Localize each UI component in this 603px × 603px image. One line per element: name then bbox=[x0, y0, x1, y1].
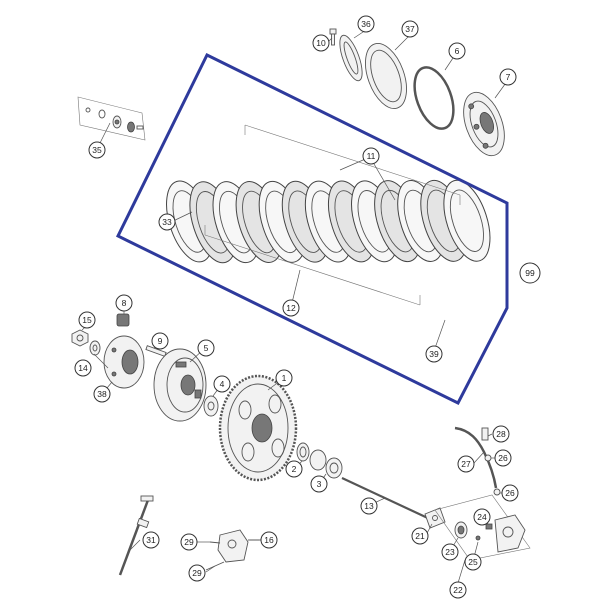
part-38-inner-hub bbox=[103, 335, 145, 389]
callout-part-3: 3 bbox=[310, 475, 328, 493]
part-29-lever-bracket bbox=[205, 529, 262, 571]
callout-part-22: 22 bbox=[449, 581, 467, 599]
callout-part-1: 1 bbox=[275, 369, 293, 387]
svg-text:31: 31 bbox=[146, 535, 156, 545]
callout-part-39: 39 bbox=[425, 345, 443, 363]
svg-text:37: 37 bbox=[405, 24, 415, 34]
callout-part-38: 38 bbox=[93, 385, 111, 403]
part-37-washer bbox=[365, 43, 407, 109]
callout-part-14: 14 bbox=[74, 359, 92, 377]
callout-part-29-lower: 29 bbox=[188, 564, 206, 582]
svg-text:24: 24 bbox=[477, 512, 487, 522]
svg-text:23: 23 bbox=[445, 547, 455, 557]
part-1-primary-gear bbox=[218, 374, 298, 482]
callout-part-24: 24 bbox=[473, 508, 491, 526]
svg-text:7: 7 bbox=[506, 72, 511, 82]
part-22-slave-cylinder-group bbox=[434, 494, 531, 561]
part-5-clutch-basket bbox=[153, 348, 207, 422]
callout-kit-99: 99 bbox=[519, 262, 541, 284]
kit-99-highlight-frame bbox=[115, 52, 509, 405]
svg-text:26: 26 bbox=[498, 453, 508, 463]
svg-text:22: 22 bbox=[453, 585, 463, 595]
svg-text:35: 35 bbox=[92, 145, 102, 155]
callout-part-7: 7 bbox=[499, 68, 517, 86]
part-35-hardware-set bbox=[77, 96, 146, 141]
callout-part-10: 10 bbox=[312, 34, 330, 52]
part-9-pin bbox=[145, 345, 167, 357]
svg-text:28: 28 bbox=[496, 429, 506, 439]
part-4-washer bbox=[203, 395, 219, 417]
svg-text:4: 4 bbox=[220, 379, 225, 389]
callout-part-4: 4 bbox=[213, 375, 231, 393]
svg-text:8: 8 bbox=[122, 298, 127, 308]
callout-part-26-lower: 26 bbox=[501, 484, 519, 502]
svg-text:33: 33 bbox=[162, 217, 172, 227]
svg-text:6: 6 bbox=[455, 46, 460, 56]
callout-part-28: 28 bbox=[492, 425, 510, 443]
callout-part-21: 21 bbox=[411, 527, 429, 545]
svg-text:14: 14 bbox=[78, 363, 88, 373]
callout-part-12: 12 bbox=[282, 299, 300, 317]
svg-text:16: 16 bbox=[264, 535, 274, 545]
part-31-long-bolt bbox=[118, 495, 154, 576]
part-3-spacer bbox=[309, 449, 343, 479]
svg-text:36: 36 bbox=[361, 19, 371, 29]
callout-part-8: 8 bbox=[115, 294, 133, 312]
callout-part-33: 33 bbox=[158, 213, 176, 231]
part-10-bolt bbox=[329, 28, 337, 46]
svg-text:21: 21 bbox=[415, 531, 425, 541]
svg-text:10: 10 bbox=[316, 38, 326, 48]
svg-text:26: 26 bbox=[505, 488, 515, 498]
svg-text:12: 12 bbox=[286, 303, 296, 313]
part-14-washer bbox=[89, 340, 101, 356]
part-7-pressure-plate bbox=[463, 91, 505, 157]
callout-part-6: 6 bbox=[448, 42, 466, 60]
callout-part-11: 11 bbox=[362, 147, 380, 165]
callout-part-25: 25 bbox=[464, 553, 482, 571]
part-21-gasket bbox=[424, 507, 446, 529]
svg-text:15: 15 bbox=[82, 315, 92, 325]
svg-text:13: 13 bbox=[364, 501, 374, 511]
callout-part-13: 13 bbox=[360, 497, 378, 515]
svg-text:9: 9 bbox=[158, 336, 163, 346]
clutch-plate-pack bbox=[166, 124, 491, 306]
svg-text:2: 2 bbox=[292, 464, 297, 474]
svg-text:11: 11 bbox=[367, 151, 376, 161]
svg-text:5: 5 bbox=[204, 343, 209, 353]
callout-part-36: 36 bbox=[357, 15, 375, 33]
callout-part-29-upper: 29 bbox=[180, 533, 198, 551]
svg-text:29: 29 bbox=[192, 568, 202, 578]
svg-text:39: 39 bbox=[429, 349, 439, 359]
svg-text:1: 1 bbox=[282, 373, 287, 383]
part-13-push-rod bbox=[341, 477, 433, 521]
callout-part-27: 27 bbox=[457, 455, 475, 473]
part-15-nut bbox=[71, 329, 89, 347]
part-36-bearing bbox=[339, 34, 363, 82]
callout-part-2: 2 bbox=[285, 460, 303, 478]
svg-text:29: 29 bbox=[184, 537, 194, 547]
callout-part-31: 31 bbox=[142, 531, 160, 549]
svg-text:25: 25 bbox=[468, 557, 478, 567]
svg-text:38: 38 bbox=[97, 389, 107, 399]
svg-text:3: 3 bbox=[317, 479, 322, 489]
part-6-ring bbox=[413, 66, 455, 130]
part-2-bushing bbox=[296, 442, 310, 462]
callout-part-15: 15 bbox=[78, 311, 96, 329]
callout-part-26-upper: 26 bbox=[494, 449, 512, 467]
svg-text:99: 99 bbox=[525, 268, 535, 278]
svg-text:27: 27 bbox=[461, 459, 471, 469]
callout-part-35: 35 bbox=[88, 141, 106, 159]
callout-part-5: 5 bbox=[197, 339, 215, 357]
callout-part-23: 23 bbox=[441, 543, 459, 561]
part-8-bushing bbox=[116, 313, 130, 327]
callout-part-16: 16 bbox=[260, 531, 278, 549]
callout-part-9: 9 bbox=[151, 332, 169, 350]
callout-part-37: 37 bbox=[401, 20, 419, 38]
